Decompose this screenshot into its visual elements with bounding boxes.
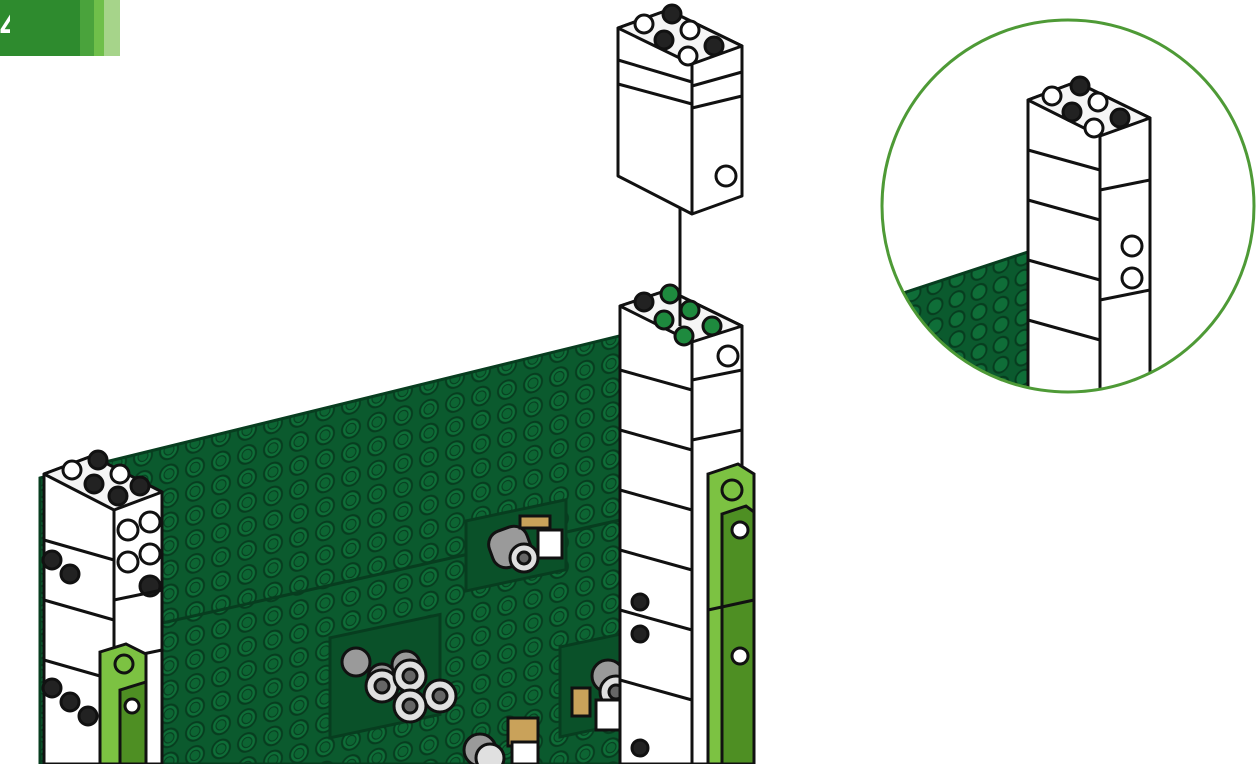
floating-brick <box>618 5 742 214</box>
right-lime-beam <box>708 464 754 764</box>
magnified-detail-callout <box>882 20 1254 392</box>
left-lime-beam <box>100 644 146 764</box>
